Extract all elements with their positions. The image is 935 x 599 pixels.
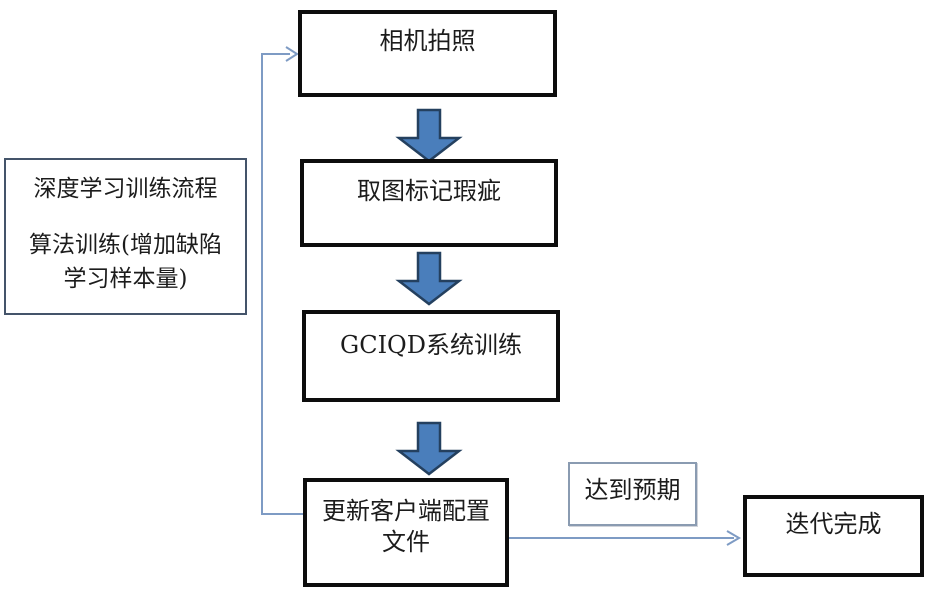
node-done-label: 迭代完成 (785, 510, 882, 538)
note-line-2: 算法训练(增加缺陷 (29, 232, 222, 258)
node-mark-defects: 取图标记瑕疵 (300, 159, 558, 247)
node-system-training: GCIQD系统训练 (302, 310, 560, 402)
done-arrowhead-icon (726, 530, 741, 546)
note-line-1: 深度学习训练流程 (33, 176, 218, 202)
down-arrow-icon (395, 251, 463, 306)
down-arrow-icon (395, 108, 463, 163)
node-expected-condition: 达到预期 (568, 462, 697, 526)
node-update-label-line1: 更新客户端配置 (322, 497, 490, 525)
node-camera-capture: 相机拍照 (298, 10, 557, 97)
node-update-label-line2: 文件 (382, 528, 430, 556)
node-train-label: GCIQD系统训练 (340, 331, 522, 359)
node-iteration-done: 迭代完成 (743, 495, 924, 577)
note-training-process: 深度学习训练流程 算法训练(增加缺陷 学习样本量) (4, 158, 247, 315)
down-arrow-icon (395, 421, 463, 476)
node-camera-label: 相机拍照 (379, 27, 476, 55)
node-expected-label: 达到预期 (584, 476, 681, 504)
feedback-arrowhead-icon (285, 46, 299, 62)
note-line-3: 学习样本量) (63, 266, 188, 292)
node-mark-label: 取图标记瑕疵 (357, 177, 501, 205)
feedback-connector-line (261, 53, 303, 515)
node-update-config: 更新客户端配置 文件 (303, 478, 509, 587)
